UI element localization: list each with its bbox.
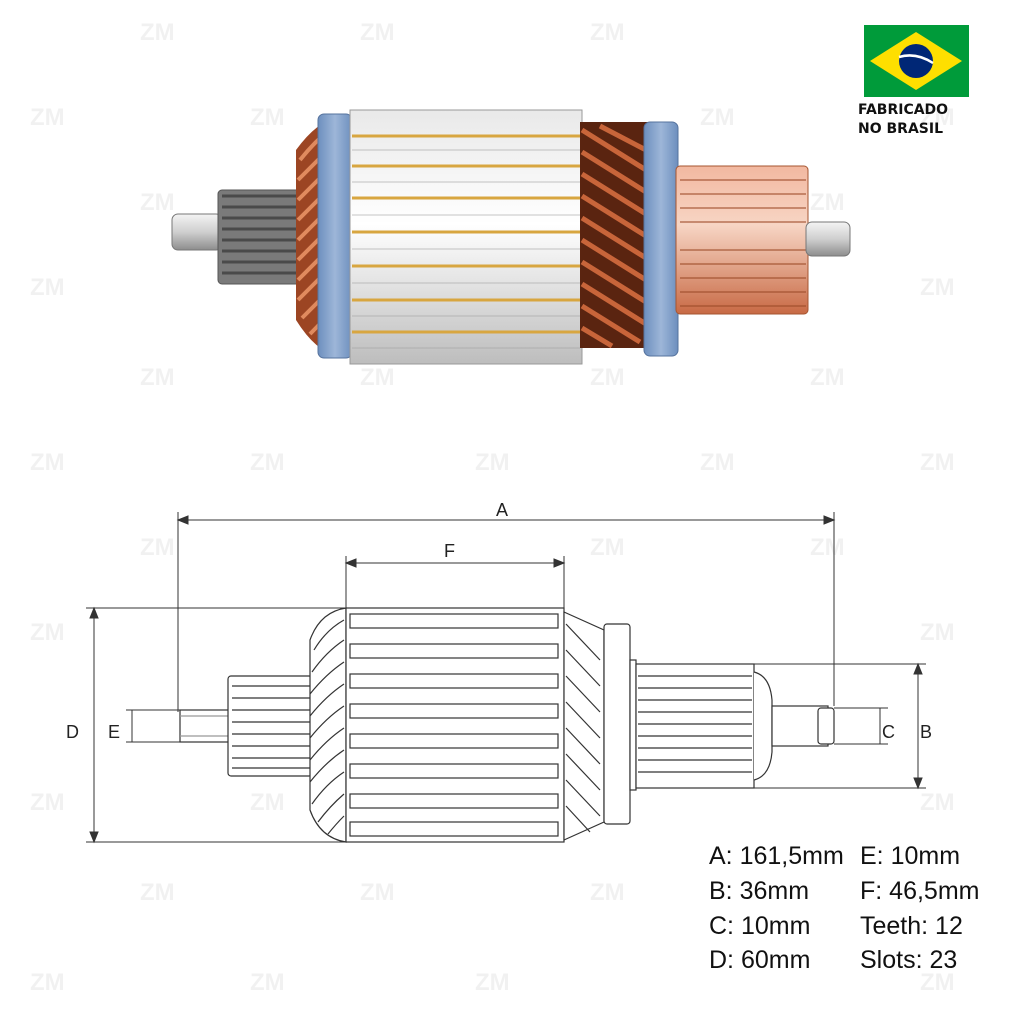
specifications-table: A: 161,5mm B: 36mm C: 10mm D: 60mm E: 10… <box>709 842 1009 982</box>
svg-text:ZM: ZM <box>590 879 625 906</box>
watermark-pattern: ZM ZM ZM ZM ZM ZM ZM ZM ZM ZM ZM ZM ZM ZM ZM ZM ZM Z… <box>30 19 955 996</box>
drawing-core <box>345 607 565 843</box>
svg-text:ZM: ZM <box>475 449 510 476</box>
brazil-flag-icon <box>864 25 969 97</box>
dimension-letters: A F D E C B <box>66 500 932 742</box>
drawing-flange <box>603 623 631 825</box>
dimension-label-a: A <box>496 500 508 520</box>
svg-text:ZM: ZM <box>590 19 625 46</box>
svg-text:ZM: ZM <box>140 189 175 216</box>
spec-teeth: Teeth: 12 <box>860 912 963 940</box>
drawing-pinion <box>227 675 313 777</box>
svg-text:ZM: ZM <box>810 189 845 216</box>
spec-slots: Slots: 23 <box>860 946 958 974</box>
svg-text:ZM: ZM <box>250 104 285 131</box>
spec-b: B: 36mm <box>709 877 810 905</box>
svg-text:ZM: ZM <box>920 969 955 996</box>
dimension-lines <box>86 512 926 844</box>
left-insulator <box>317 113 353 359</box>
made-in-brazil-badge: FABRICADO NO BRASIL <box>858 101 978 139</box>
svg-text:ZM: ZM <box>250 449 285 476</box>
laminated-core <box>349 109 583 365</box>
spec-e: E: 10mm <box>860 842 961 870</box>
svg-text:ZM: ZM <box>30 274 65 301</box>
pinion-gear <box>217 189 307 285</box>
armature-photo <box>171 109 851 365</box>
dimension-label-b: B <box>920 722 932 742</box>
badge-line-2: NO BRASIL <box>858 121 943 137</box>
svg-text:ZM: ZM <box>920 274 955 301</box>
svg-text:ZM: ZM <box>360 19 395 46</box>
right-shaft <box>805 221 851 257</box>
svg-text:ZM: ZM <box>810 534 845 561</box>
svg-text:ZM: ZM <box>920 619 955 646</box>
dimension-label-d: D <box>66 722 79 742</box>
svg-text:ZM: ZM <box>30 619 65 646</box>
right-insulator <box>643 121 679 357</box>
spec-c: C: 10mm <box>709 912 811 940</box>
svg-text:ZM: ZM <box>360 364 395 391</box>
drawing-right-winding <box>563 611 605 841</box>
svg-text:ZM: ZM <box>140 879 175 906</box>
svg-text:ZM: ZM <box>360 879 395 906</box>
drawing-left-shaft <box>179 709 231 743</box>
svg-text:ZM: ZM <box>250 969 285 996</box>
svg-text:ZM: ZM <box>475 969 510 996</box>
spec-d: D: 60mm <box>709 946 811 974</box>
armature-drawing <box>179 607 835 843</box>
drawing-left-winding <box>309 607 347 843</box>
svg-text:ZM: ZM <box>140 534 175 561</box>
svg-text:ZM: ZM <box>920 789 955 816</box>
svg-text:ZM: ZM <box>700 104 735 131</box>
svg-text:ZM: ZM <box>30 969 65 996</box>
badge-line-1: FABRICADO <box>858 102 949 118</box>
svg-text:ZM: ZM <box>30 789 65 816</box>
spec-f: F: 46,5mm <box>860 877 980 905</box>
svg-text:ZM: ZM <box>30 449 65 476</box>
dimension-label-e: E <box>108 722 120 742</box>
svg-text:ZM: ZM <box>140 19 175 46</box>
drawing-commutator <box>635 663 773 789</box>
svg-text:ZM: ZM <box>700 449 735 476</box>
commutator <box>675 165 809 315</box>
right-windings <box>580 122 650 349</box>
left-shaft <box>171 213 223 251</box>
drawing-right-shaft <box>771 705 835 747</box>
svg-text:ZM: ZM <box>920 104 955 131</box>
svg-text:ZM: ZM <box>590 364 625 391</box>
dimension-label-c: C <box>882 722 895 742</box>
svg-text:ZM: ZM <box>810 364 845 391</box>
dimension-label-f: F <box>444 541 455 561</box>
svg-text:ZM: ZM <box>250 789 285 816</box>
svg-text:ZM: ZM <box>920 449 955 476</box>
svg-text:ZM: ZM <box>590 534 625 561</box>
spec-a: A: 161,5mm <box>709 842 844 870</box>
svg-text:ZM: ZM <box>140 364 175 391</box>
svg-text:ZM: ZM <box>30 104 65 131</box>
